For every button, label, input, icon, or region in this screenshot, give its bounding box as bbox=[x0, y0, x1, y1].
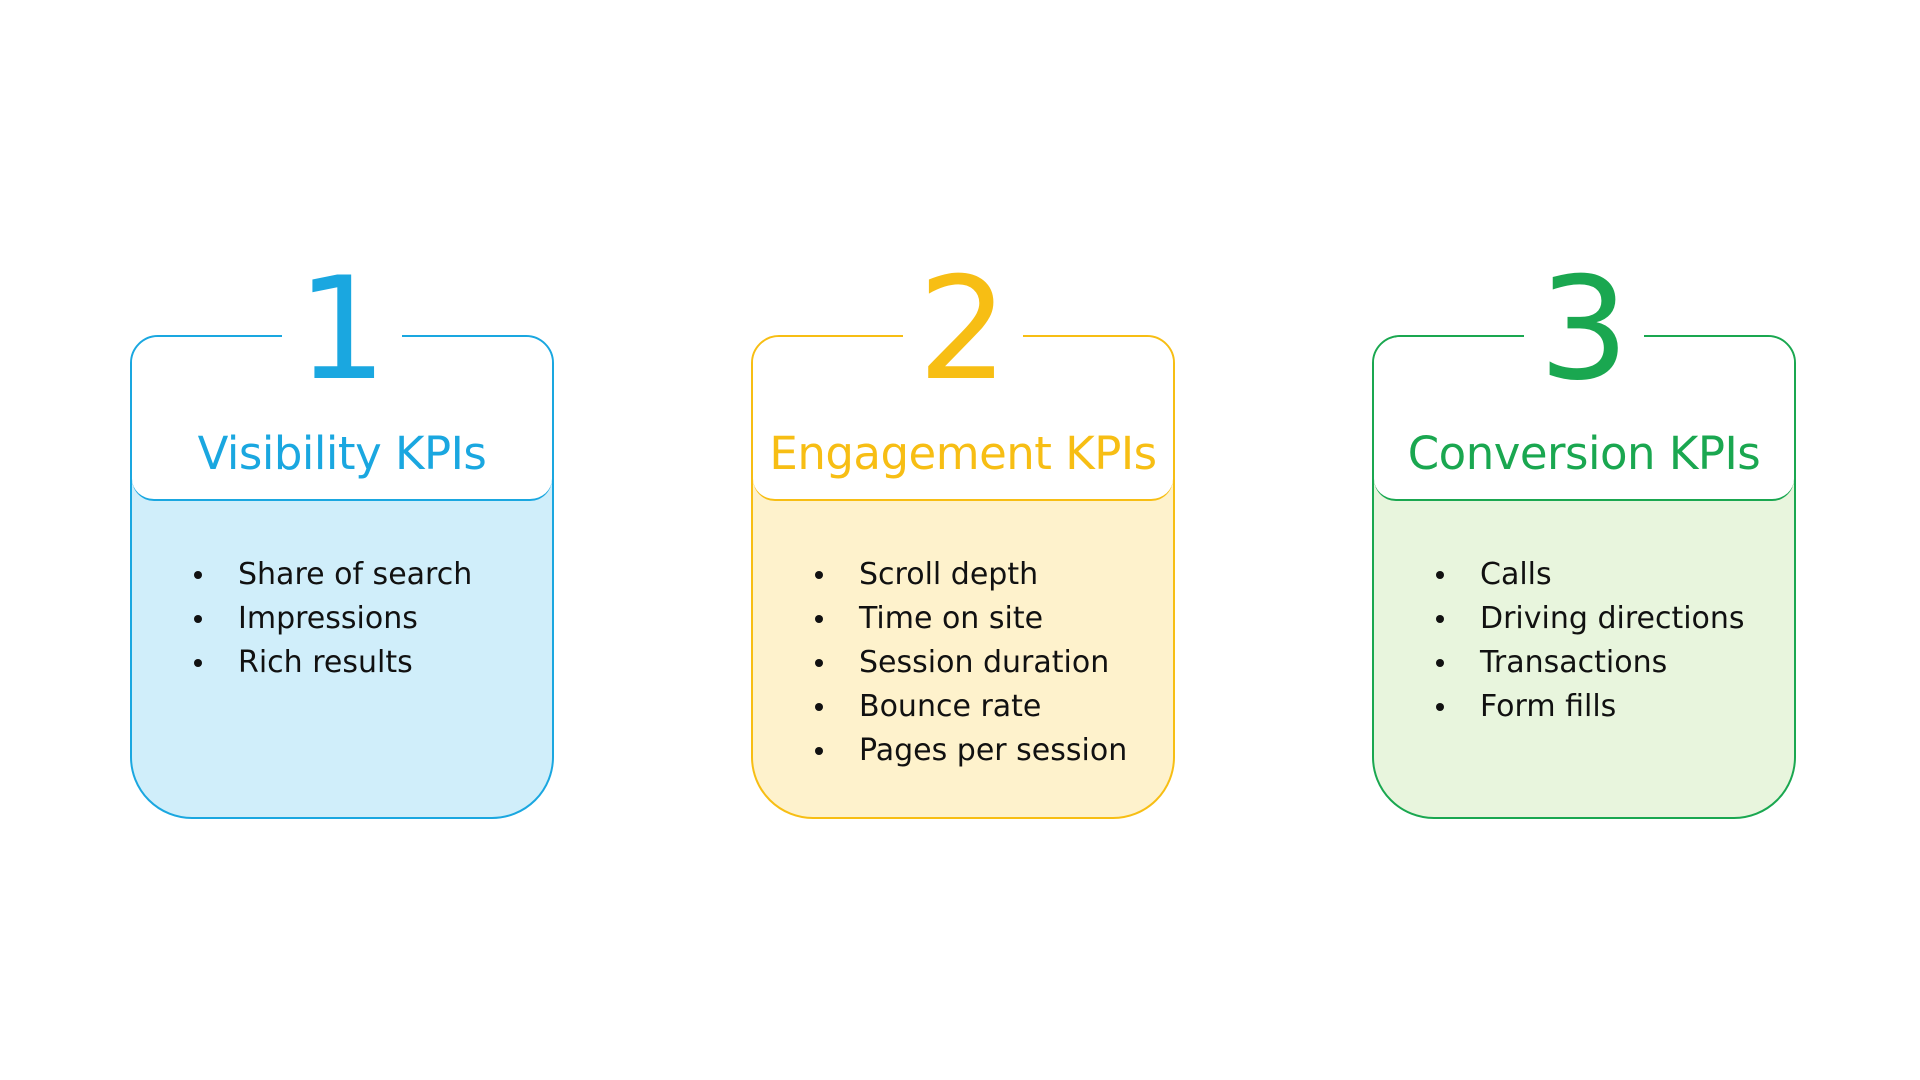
list-item: Bounce rate bbox=[815, 685, 1127, 729]
list-item: Impressions bbox=[194, 597, 472, 641]
conversion-kpi-card: 3 Conversion KPIs Calls Driving directio… bbox=[1372, 259, 1796, 819]
kpi-list: Calls Driving directions Transactions Fo… bbox=[1436, 553, 1745, 729]
card-number: 1 bbox=[296, 247, 388, 412]
card-number: 3 bbox=[1538, 247, 1630, 412]
card-title: Conversion KPIs bbox=[1407, 427, 1761, 480]
list-item: Pages per session bbox=[815, 729, 1127, 773]
visibility-kpi-card: 1 Visibility KPIs Share of search Impres… bbox=[130, 259, 554, 819]
card-header bbox=[753, 337, 1173, 501]
card-header bbox=[132, 337, 552, 501]
kpi-list: Scroll depth Time on site Session durati… bbox=[815, 553, 1127, 773]
list-item: Rich results bbox=[194, 641, 472, 685]
list-item: Share of search bbox=[194, 553, 472, 597]
list-item: Driving directions bbox=[1436, 597, 1745, 641]
engagement-kpi-card: 2 Engagement KPIs Scroll depth Time on s… bbox=[751, 259, 1175, 819]
card-title: Engagement KPIs bbox=[769, 427, 1157, 480]
list-item: Form fills bbox=[1436, 685, 1745, 729]
list-item: Transactions bbox=[1436, 641, 1745, 685]
kpi-list: Share of search Impressions Rich results bbox=[194, 553, 472, 685]
card-title: Visibility KPIs bbox=[197, 427, 487, 480]
card-outline bbox=[751, 335, 1175, 819]
list-item: Time on site bbox=[815, 597, 1127, 641]
list-item: Scroll depth bbox=[815, 553, 1127, 597]
card-number: 2 bbox=[917, 247, 1009, 412]
card-header bbox=[1374, 337, 1794, 501]
list-item: Calls bbox=[1436, 553, 1745, 597]
card-outline bbox=[1372, 335, 1796, 819]
list-item: Session duration bbox=[815, 641, 1127, 685]
